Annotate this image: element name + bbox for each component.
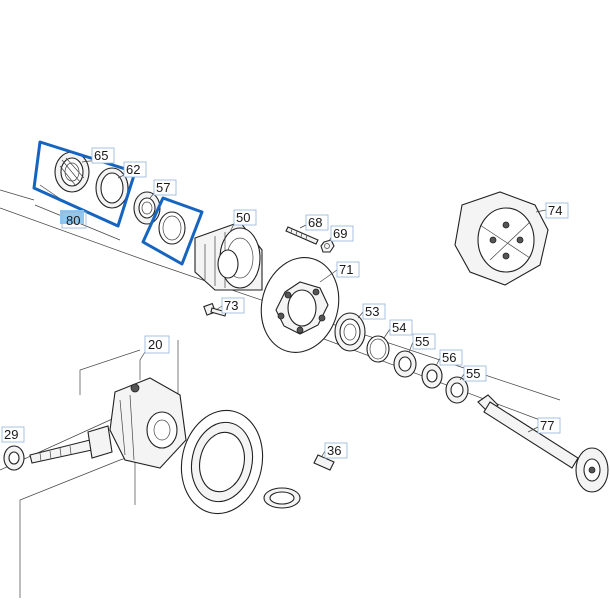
svg-text:29: 29 [4, 427, 18, 442]
svg-text:69: 69 [333, 226, 347, 241]
part-65-bearing [54, 151, 90, 193]
callout-71[interactable]: 71 [336, 261, 360, 278]
part-68-stud [285, 226, 319, 245]
part-lower-bearing [263, 487, 301, 509]
svg-text:55: 55 [415, 334, 429, 349]
part-55-washer-a [393, 350, 417, 378]
part-73-bolt [203, 302, 227, 317]
part-55-washer-b [445, 376, 469, 404]
part-69-nut [320, 239, 335, 253]
svg-text:56: 56 [442, 350, 456, 365]
callout-69[interactable]: 69 [330, 225, 354, 242]
callout-57[interactable]: 57 [153, 179, 177, 196]
svg-text:73: 73 [224, 298, 238, 313]
highlight-group-seal [141, 196, 204, 266]
callout-62[interactable]: 62 [123, 161, 147, 178]
part-56-nut [421, 363, 443, 389]
part-54-snap-ring [366, 335, 390, 363]
callout-54[interactable]: 54 [389, 319, 413, 336]
callout-77[interactable]: 77 [537, 417, 561, 434]
callout-55-b[interactable]: 55 [463, 365, 487, 382]
part-62-race [95, 167, 129, 209]
svg-text:55: 55 [466, 366, 480, 381]
callout-80[interactable]: 80 [61, 211, 87, 229]
callout-80-badge [60, 210, 84, 224]
svg-text:53: 53 [365, 304, 379, 319]
part-50-housing [194, 221, 263, 291]
svg-text:36: 36 [327, 443, 341, 458]
part-74-differential-case [454, 191, 549, 286]
callout-55-a[interactable]: 55 [412, 333, 436, 350]
svg-text:50: 50 [236, 210, 250, 225]
callout-20[interactable]: 20 [144, 335, 170, 354]
svg-text:62: 62 [126, 162, 140, 177]
svg-text:54: 54 [392, 320, 406, 335]
svg-text:74: 74 [548, 203, 562, 218]
callout-36[interactable]: 36 [324, 442, 348, 459]
callout-73[interactable]: 73 [221, 297, 245, 314]
svg-text:65: 65 [94, 148, 108, 163]
callout-50[interactable]: 50 [233, 209, 257, 226]
svg-text:80: 80 [66, 213, 80, 228]
svg-text:20: 20 [148, 337, 162, 352]
part-20-differential [109, 377, 187, 469]
svg-text:57: 57 [156, 180, 170, 195]
svg-text:71: 71 [339, 262, 353, 277]
part-seal-ring [158, 211, 186, 245]
part-53-bearing [334, 312, 366, 352]
svg-text:77: 77 [540, 418, 554, 433]
callout-29[interactable]: 29 [1, 426, 25, 443]
svg-text:68: 68 [308, 215, 322, 230]
part-57-bearing [133, 191, 161, 225]
part-29-pinion [3, 425, 113, 471]
callout-56[interactable]: 56 [439, 349, 463, 366]
callout-74[interactable]: 74 [545, 202, 569, 219]
part-71-flange [260, 257, 340, 353]
callout-65[interactable]: 65 [91, 147, 115, 164]
callout-53[interactable]: 53 [362, 303, 386, 320]
part-77-axle [477, 394, 609, 493]
part-ring-gear [180, 409, 264, 515]
part-36-pin [313, 454, 335, 471]
callout-68[interactable]: 68 [305, 214, 329, 231]
